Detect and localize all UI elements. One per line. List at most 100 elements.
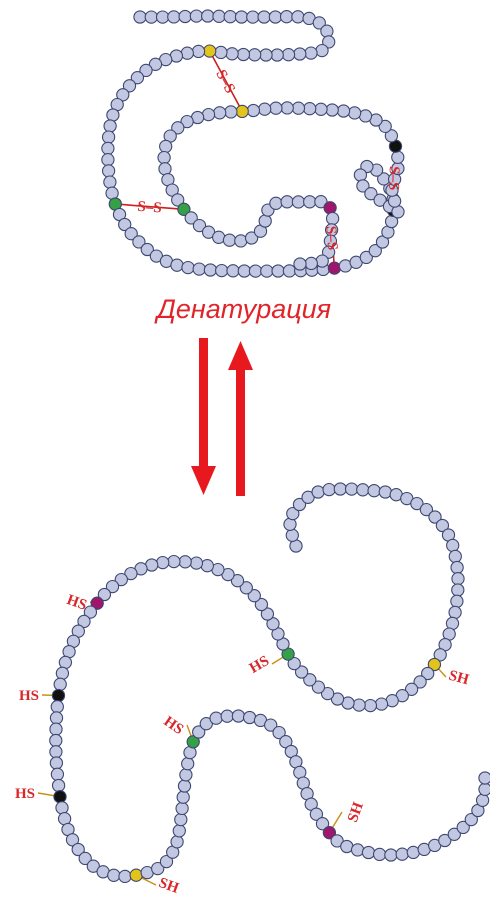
denatured-residue-bead <box>220 709 234 723</box>
denatured-residue-bead <box>367 484 381 498</box>
denatured-residue-bead <box>451 572 465 586</box>
denatured-residue-bead <box>177 779 192 793</box>
native-cysteine-bead <box>203 44 217 58</box>
denatured-residue-bead <box>478 782 490 796</box>
native-residue-bead <box>237 264 251 278</box>
denatured-residue-bead <box>450 560 464 575</box>
denatured-residue-bead <box>178 555 192 569</box>
native-residue-bead <box>158 162 172 176</box>
denatured-residue-bead <box>451 583 465 597</box>
denatured-residue-bead <box>374 697 389 711</box>
native-residue-bead <box>171 193 185 207</box>
denatured-residue-bead <box>175 801 189 816</box>
native-residue-bead <box>303 195 317 209</box>
native-residue-bead <box>325 103 339 117</box>
native-residue-bead <box>268 10 283 24</box>
native-residue-bead <box>315 43 329 58</box>
native-residue-bead <box>222 233 237 247</box>
denatured-residue-bead <box>170 835 184 849</box>
native-residue-bead <box>139 63 153 78</box>
native-residue-bead <box>148 57 163 71</box>
equilibrium-arrows <box>191 338 253 496</box>
denatured-residue-bead <box>446 538 460 553</box>
native-residue-bead <box>315 254 329 268</box>
denatured-residue-bead <box>97 587 112 602</box>
native-residue-bead <box>213 106 227 120</box>
native-residue-bead <box>280 101 294 115</box>
native-residue-bead <box>106 108 120 122</box>
native-residue-bead <box>244 231 259 245</box>
native-residue-bead <box>258 102 272 116</box>
native-residue-bead <box>248 264 263 278</box>
native-cysteine-bead <box>323 201 337 215</box>
denatured-residue-bead <box>159 854 174 869</box>
denaturation-caption: Денатурация <box>154 294 331 324</box>
native-residue-bead <box>293 257 307 271</box>
thiol-label-magenta-1: HS <box>65 592 89 614</box>
denatured-residue-bead <box>435 518 450 533</box>
denatured-residue-bead <box>49 756 64 770</box>
denatured-residue-bead <box>49 733 63 748</box>
native-cysteine-bead <box>177 202 191 216</box>
thiol-label-black-2: HS <box>15 786 35 802</box>
native-residue-bead <box>271 264 285 278</box>
disulfide-label-yellow: S–S <box>212 67 238 96</box>
native-residue-bead <box>212 9 226 23</box>
native-residue-bead <box>347 106 362 120</box>
native-residue-bead <box>215 263 229 278</box>
denatured-residue-bead <box>333 482 347 496</box>
thiol-label-yellow-2: SH <box>447 668 471 689</box>
native-residue-bead <box>356 179 370 193</box>
native-residue-bead <box>189 9 204 23</box>
native-residue-bead <box>246 10 260 24</box>
denatured-residue-bead <box>303 673 317 687</box>
denatured-residue-bead <box>456 820 470 835</box>
denatured-residue-bead <box>464 812 478 827</box>
thiol-label-green-1: HS <box>161 714 187 739</box>
denatured-residue-bead <box>71 842 85 857</box>
denatured-residue-bead <box>344 482 359 496</box>
denatured-residue-bead <box>86 859 100 873</box>
denatured-residue-bead <box>107 868 121 882</box>
denatured-residue-bead <box>320 686 335 701</box>
native-chain <box>101 9 405 278</box>
native-residue-bead <box>181 260 195 275</box>
denatured-residue-bead <box>118 869 132 884</box>
native-residue-bead <box>192 262 206 276</box>
denatured-residue-bead <box>49 722 63 736</box>
denatured-residue-bead <box>478 771 490 785</box>
native-residue-bead <box>116 88 130 102</box>
native-residue-bead <box>124 227 138 241</box>
native-residue-bead <box>322 35 336 49</box>
native-residue-bead <box>212 230 226 244</box>
denatured-residue-bead <box>287 656 301 671</box>
disulfide-bond-yellow <box>209 50 243 112</box>
native-residue-bead <box>270 48 284 62</box>
native-residue-bead <box>140 242 154 257</box>
denatured-residue-bead <box>352 698 366 712</box>
denatured-residue-bead <box>438 833 452 848</box>
native-residue-bead <box>314 195 328 209</box>
native-residue-bead <box>391 150 405 164</box>
denatured-residue-bead <box>322 482 336 497</box>
native-residue-bead <box>359 250 373 265</box>
denatured-residue-bead <box>363 698 378 713</box>
thiol-bonds <box>37 601 447 886</box>
denatured-residue-bead <box>421 666 435 681</box>
denatured-residue-bead <box>156 555 170 570</box>
native-residue-bead <box>312 16 326 30</box>
denatured-residue-bead <box>200 559 214 573</box>
native-residue-bead <box>103 175 117 189</box>
denatured-residue-bead <box>58 655 73 670</box>
native-residue-bead <box>118 217 132 232</box>
native-residue-bead <box>178 9 192 24</box>
denatured-residue-bead <box>448 605 462 620</box>
native-residue-bead <box>320 24 334 38</box>
denatured-residue-bead <box>174 812 188 827</box>
denatured-cysteine-bead <box>129 868 143 882</box>
denatured-residue-bead <box>55 666 70 680</box>
denatured-residue-bead <box>447 827 461 841</box>
denatured-residue-bead <box>192 725 206 739</box>
